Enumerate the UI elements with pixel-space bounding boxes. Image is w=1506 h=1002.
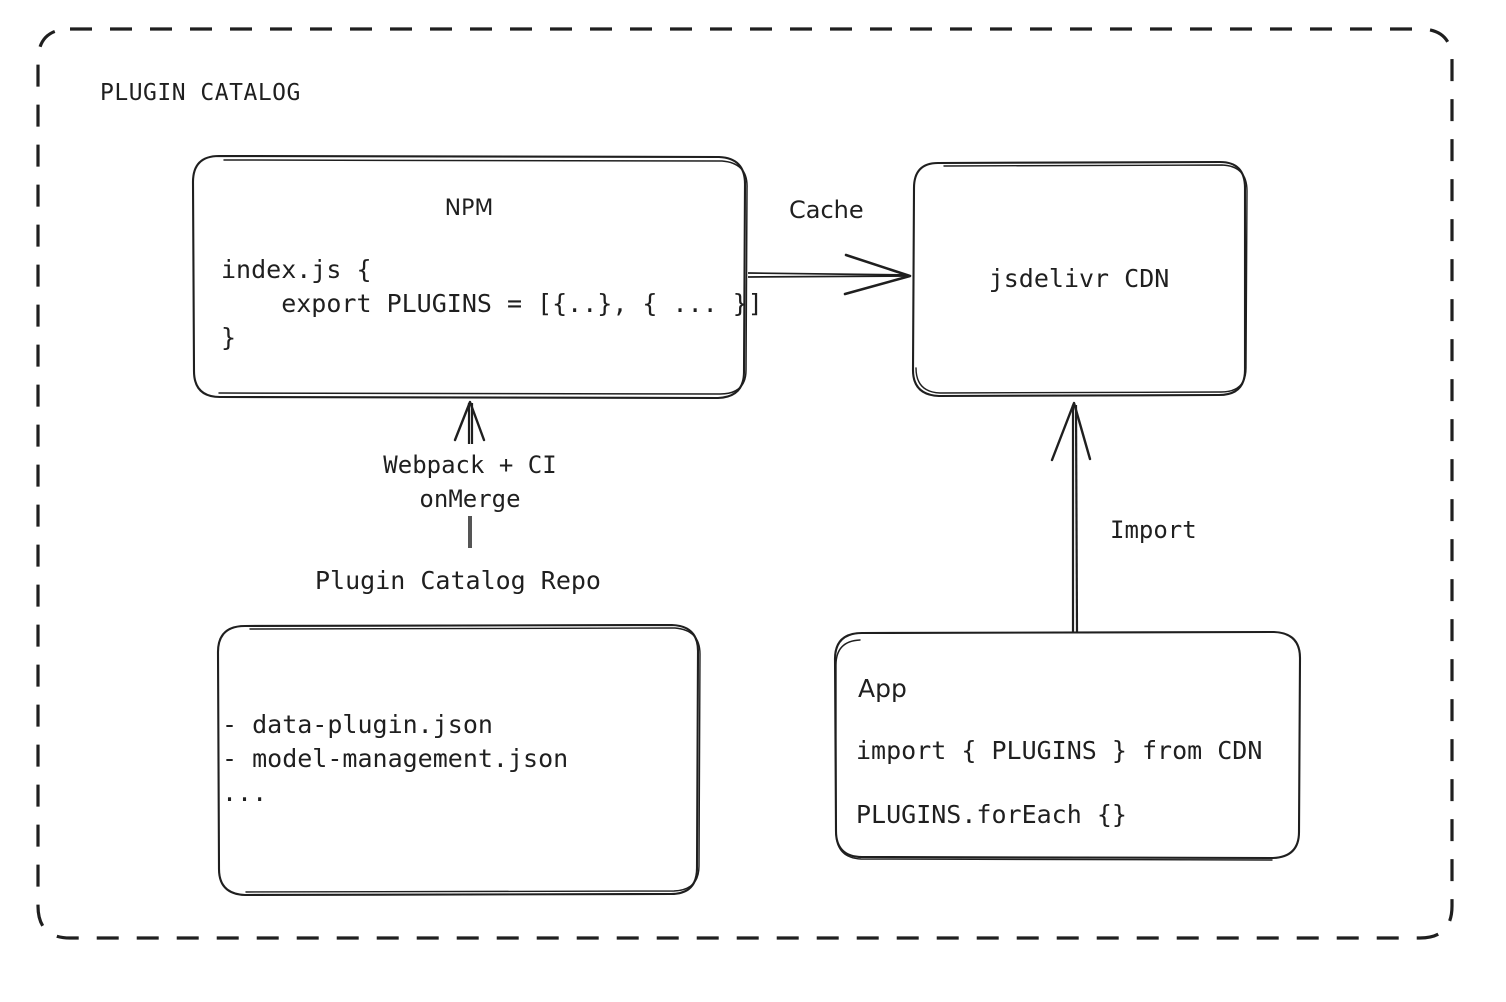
npm-node-code: index.js { export PLUGINS = [{..}, { ...… — [221, 255, 763, 352]
edge-import — [1050, 401, 1092, 633]
npm-node-title: NPM — [444, 196, 494, 221]
edge-cache — [747, 253, 912, 296]
repo-node-file-list: - data-plugin.json - model-management.js… — [222, 710, 569, 807]
edge-label-webpack: Webpack + CI onMerge — [383, 451, 557, 513]
group-title: PLUGIN CATALOG — [100, 80, 301, 106]
app-node-code-import: import { PLUGINS } from CDN — [856, 736, 1263, 765]
app-node-title: App — [858, 674, 907, 703]
app-node-code-foreach: PLUGINS.forEach {} — [856, 800, 1127, 829]
cdn-node-title: jsdelivr CDN — [988, 264, 1170, 293]
edge-label-import: Import — [1110, 516, 1197, 544]
edge-label-cache: Cache — [789, 196, 864, 224]
repo-node-caption: Plugin Catalog Repo — [315, 566, 601, 595]
